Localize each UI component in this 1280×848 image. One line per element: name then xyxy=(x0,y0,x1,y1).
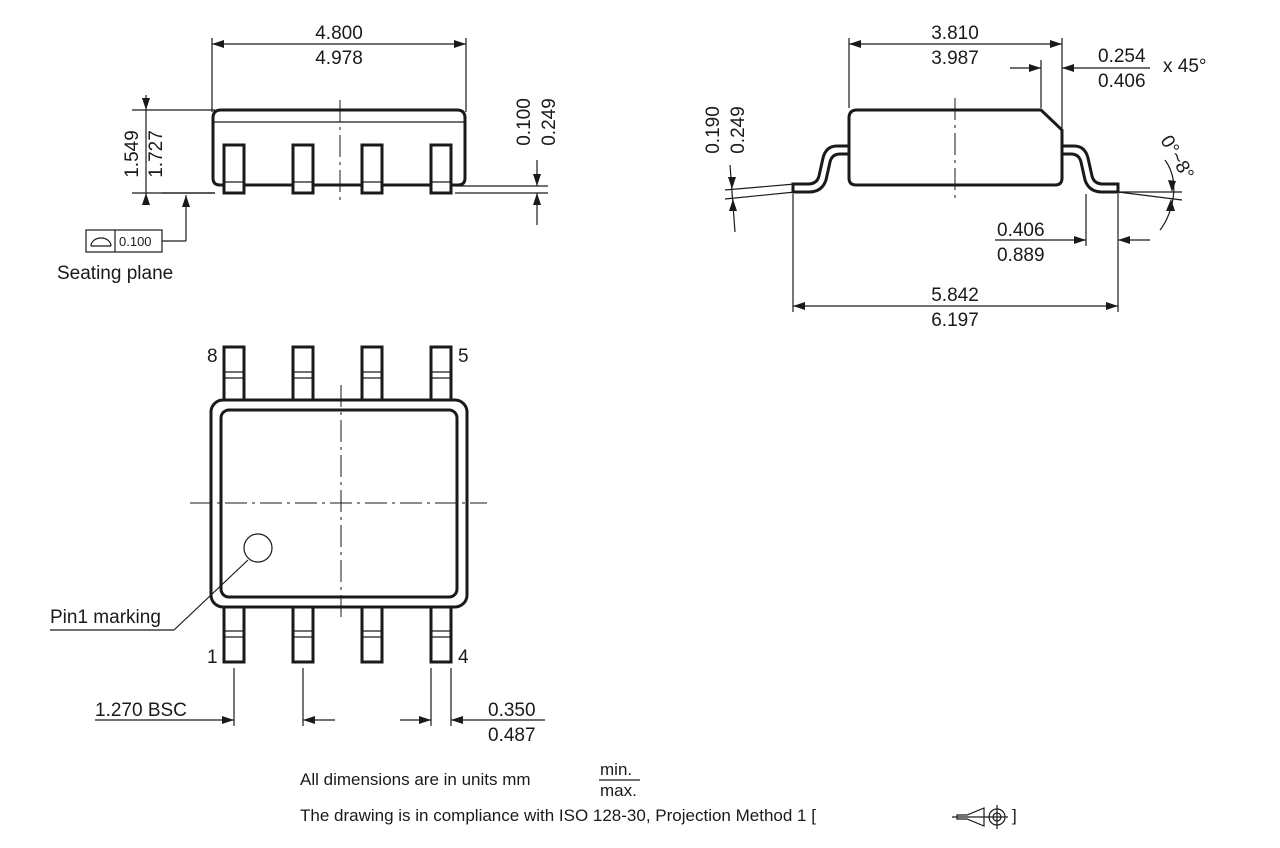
flatness-frame xyxy=(85,229,163,253)
projection-method-icon xyxy=(952,805,1008,829)
pitch-label: 1.270 BSC xyxy=(95,700,187,721)
front-standoff-min: 0.100 xyxy=(514,98,535,146)
side-lead-right xyxy=(1062,144,1120,194)
lead-thickness-min: 0.190 xyxy=(703,106,724,154)
side-lead-left xyxy=(791,144,849,194)
flatness-value: 0.100 xyxy=(119,234,152,249)
front-pin xyxy=(291,143,315,195)
compliance-close: ] xyxy=(1012,806,1017,825)
top-pins-lower xyxy=(222,605,453,664)
lead-width-min: 0.350 xyxy=(488,700,536,721)
pin-label-4: 4 xyxy=(458,647,469,668)
front-pin xyxy=(222,143,246,195)
pin1-marking-label: Pin1 marking xyxy=(50,607,161,628)
flatness-icon xyxy=(90,237,112,247)
front-length-min: 4.800 xyxy=(315,23,363,44)
chamfer-min: 0.254 xyxy=(1098,46,1146,67)
pin-label-8: 8 xyxy=(207,346,218,367)
chamfer-angle: x 45° xyxy=(1163,56,1207,77)
front-pins xyxy=(222,143,453,195)
lead-thickness-max: 0.249 xyxy=(728,106,749,154)
front-length-max: 4.978 xyxy=(315,48,363,69)
overall-width-max: 6.197 xyxy=(931,310,979,331)
lead-width-max: 0.487 xyxy=(488,725,536,746)
foot-length-max: 0.889 xyxy=(997,245,1045,266)
pin-label-1: 1 xyxy=(207,647,218,668)
side-body-outline xyxy=(847,108,1064,187)
front-view: 4.800 4.978 1.549 1.727 0.100 0.249 0.10… xyxy=(57,23,560,284)
top-pins-upper xyxy=(222,345,453,404)
front-body-outline xyxy=(211,108,467,150)
top-view: Pin1 marking 8 5 1 4 1.270 BSC 0.350 0.4… xyxy=(50,345,545,746)
front-pin xyxy=(429,143,453,195)
front-pin xyxy=(360,143,384,195)
chamfer-max: 0.406 xyxy=(1098,71,1146,92)
side-width-max: 3.987 xyxy=(931,48,979,69)
notes: All dimensions are in units mm min. max.… xyxy=(300,760,1017,829)
side-width-min: 3.810 xyxy=(931,23,979,44)
pin1-dot xyxy=(243,533,273,563)
lead-angle: 0°~8° xyxy=(1156,132,1198,184)
overall-width-min: 5.842 xyxy=(931,285,979,306)
units-min: min. xyxy=(600,760,632,779)
pin-label-5: 5 xyxy=(458,346,469,367)
units-note: All dimensions are in units mm xyxy=(300,770,531,789)
side-view: 3.810 3.987 0.254 0.406 x 45° 0.190 0.24… xyxy=(703,23,1207,331)
compliance-note: The drawing is in compliance with ISO 12… xyxy=(300,806,816,825)
seating-plane-label: Seating plane xyxy=(57,263,173,284)
front-standoff-max: 0.249 xyxy=(539,98,560,146)
front-height-max: 1.727 xyxy=(146,130,167,178)
units-max: max. xyxy=(600,781,637,800)
foot-length-min: 0.406 xyxy=(997,220,1045,241)
front-body-lower xyxy=(211,150,467,187)
front-height-min: 1.549 xyxy=(122,130,143,178)
